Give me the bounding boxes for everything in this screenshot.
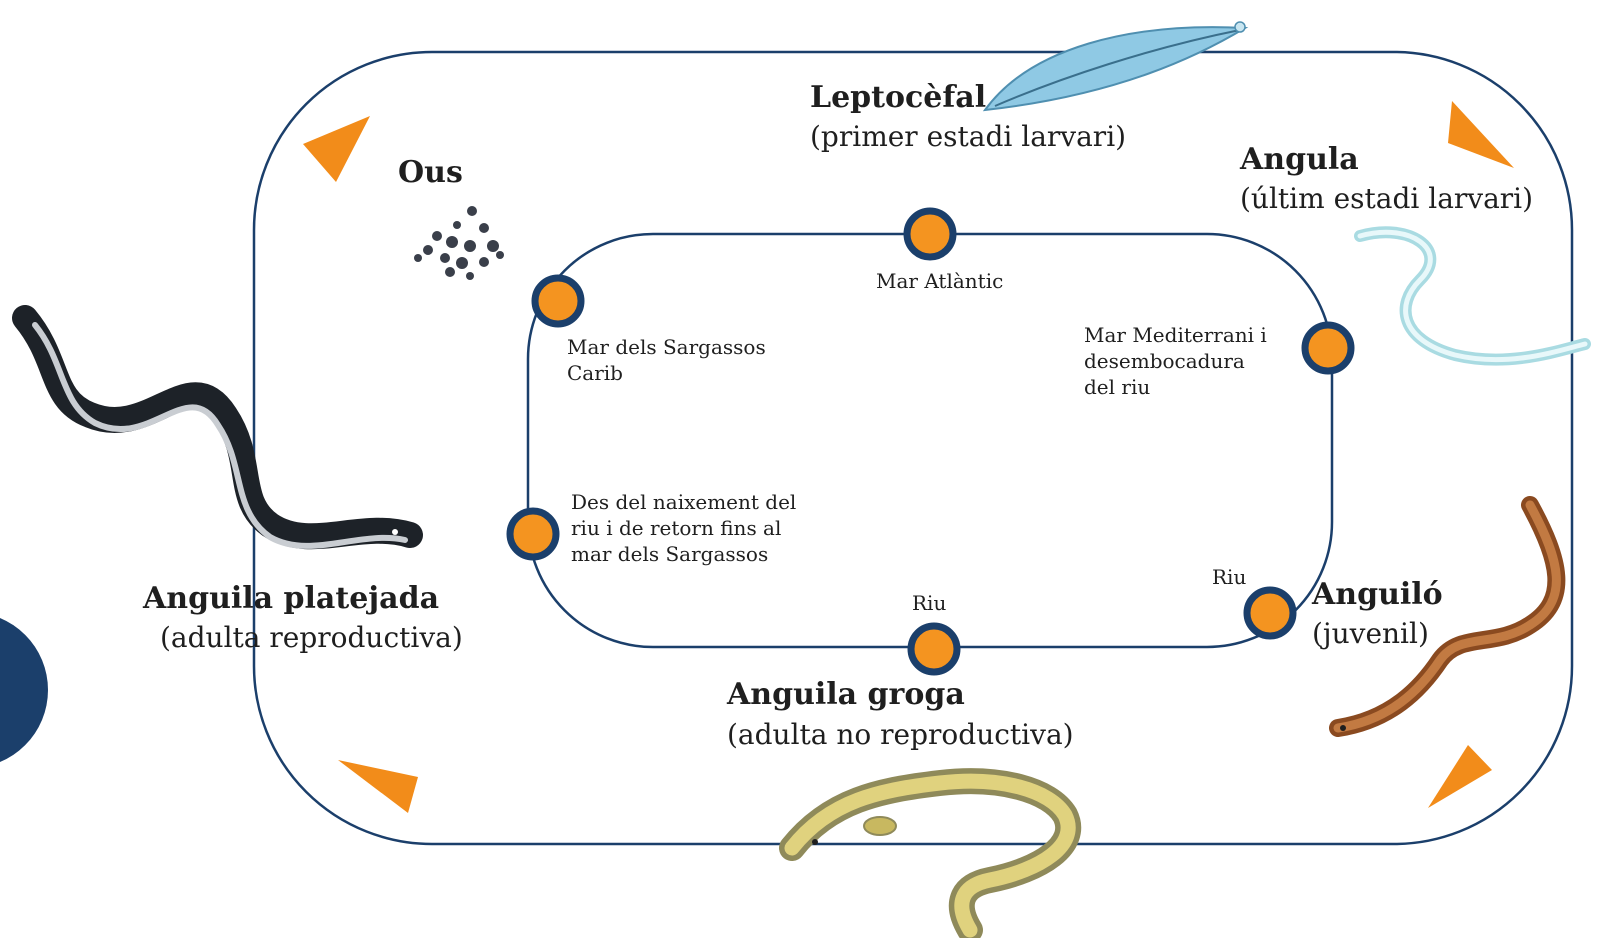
cycle-arrow-top-left: [303, 116, 370, 182]
marker-atlantic: [903, 207, 957, 261]
location-markers: [506, 207, 1355, 676]
elver-icon: [1329, 496, 1566, 737]
stage-leptocefal-name: Leptocèfal: [810, 80, 987, 115]
stage-groga-desc: (adulta no reproductiva): [727, 718, 1074, 751]
side-accent-disc: [0, 618, 48, 762]
outer-cycle-loop: [252, 50, 1574, 846]
stage-ous-name: Ous: [398, 155, 463, 190]
eggs-icon: [414, 206, 504, 280]
place-retorn: Des del naixement del riu i de retorn fi…: [571, 490, 797, 566]
stage-anguilo-desc: (juvenil): [1312, 617, 1429, 650]
stage-groga-name: Anguila groga: [727, 677, 965, 712]
marker-sargassos: [531, 274, 585, 328]
stage-anguilo-name: Anguiló: [1312, 577, 1443, 612]
stage-angula-desc: (últim estadi larvari): [1240, 182, 1534, 215]
stage-platejada-name: Anguila platejada: [143, 581, 440, 616]
marker-riu-bottom: [907, 622, 961, 676]
yellow-eel-icon: [779, 768, 1082, 938]
marker-mediterrani: [1301, 321, 1355, 375]
place-atlantic: Mar Atlàntic: [876, 269, 1004, 293]
place-mediterrani: Mar Mediterrani i desembocadura del riu: [1084, 323, 1267, 399]
place-sargassos: Mar dels Sargassos Carib: [567, 335, 766, 385]
glass-eel-icon: [1354, 226, 1591, 366]
cycle-arrow-top-right: [1448, 101, 1514, 168]
leptocephalus-icon: [982, 21, 1249, 112]
stage-platejada-desc: (adulta reproductiva): [160, 621, 463, 654]
marker-retorn: [506, 507, 560, 561]
silver-eel-icon: [12, 305, 423, 550]
marker-riu-right: [1243, 586, 1297, 640]
place-riu-bottom: Riu: [912, 591, 947, 615]
cycle-arrow-bottom-left: [338, 760, 418, 813]
stage-leptocefal-desc: (primer estadi larvari): [810, 120, 1127, 153]
cycle-arrow-bottom-right: [1428, 745, 1492, 808]
stage-angula-name: Angula: [1240, 142, 1359, 177]
place-riu-right: Riu: [1212, 565, 1247, 589]
